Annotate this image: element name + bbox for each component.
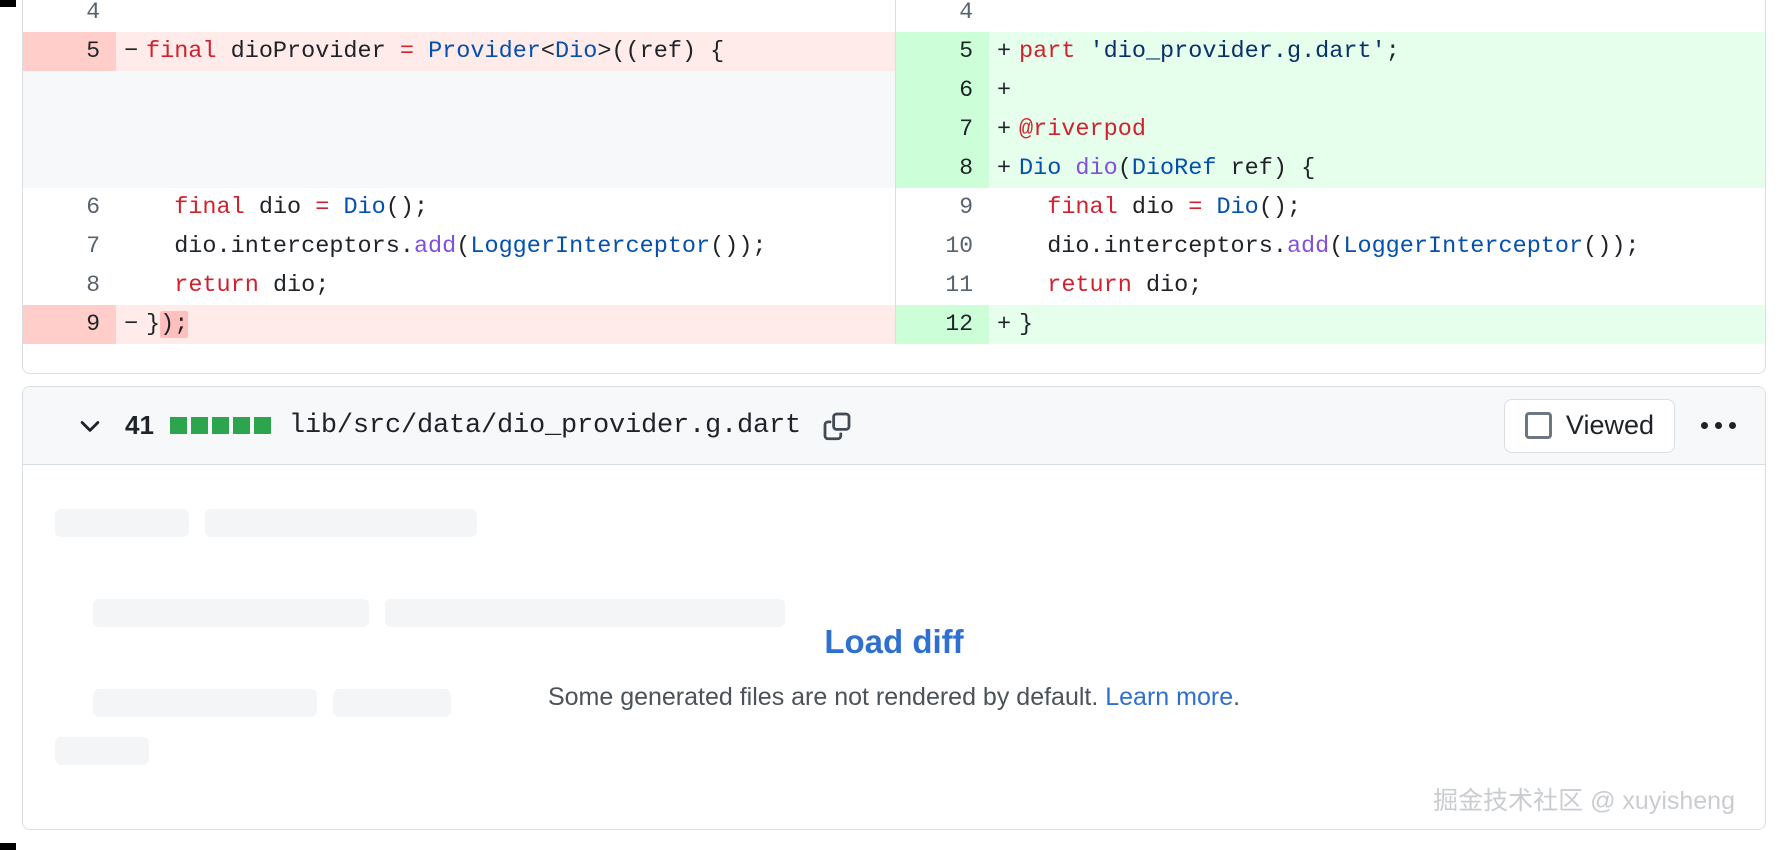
code-line-old[interactable]: −final dioProvider = Provider<Dio>((ref)… — [116, 32, 895, 71]
code-line-new[interactable]: +part 'dio_provider.g.dart'; — [989, 32, 1765, 71]
file-diff-card: 41 lib/src/data/dio_provider.g.dart View… — [22, 386, 1766, 830]
diffstat-block-added — [232, 417, 250, 434]
pane-divider — [895, 305, 896, 344]
code-line-old[interactable] — [116, 71, 895, 110]
code-line-old[interactable]: return dio; — [116, 266, 895, 305]
diff-row: 7 dio.interceptors.add(LoggerInterceptor… — [23, 227, 1765, 266]
code-line-old[interactable] — [116, 149, 895, 188]
diff-marker: + — [996, 38, 1012, 65]
load-diff-button[interactable]: Load diff — [824, 623, 964, 660]
line-number-old[interactable] — [23, 110, 116, 149]
diffstat-block-added — [190, 417, 208, 434]
viewed-checkbox[interactable] — [1524, 412, 1552, 439]
diff-marker: − — [123, 38, 139, 65]
line-number-new[interactable]: 6 — [896, 71, 989, 110]
more-options-icon[interactable] — [1693, 401, 1743, 451]
skeleton-bar — [385, 599, 785, 627]
line-number-old[interactable]: 6 — [23, 188, 116, 227]
code-line-old[interactable] — [116, 0, 895, 32]
diff-row: 6+ — [23, 71, 1765, 110]
line-number-old[interactable]: 9 — [23, 305, 116, 344]
diffstat-block-added — [253, 417, 271, 434]
line-number-new[interactable]: 5 — [896, 32, 989, 71]
watermark: 掘金技术社区 @ xuyisheng — [1433, 787, 1735, 815]
code-line-old[interactable]: dio.interceptors.add(LoggerInterceptor()… — [116, 227, 895, 266]
line-number-new[interactable]: 4 — [896, 0, 989, 32]
pane-divider — [895, 266, 896, 305]
diffstat-block-added — [169, 417, 187, 434]
skeleton-bar — [93, 689, 317, 717]
capture-nub-top — [0, 0, 16, 7]
kebab-dot-3 — [1728, 422, 1736, 429]
change-count: 41 — [125, 410, 154, 440]
code-line-old[interactable]: −}); — [116, 305, 895, 344]
diff-marker: − — [123, 311, 139, 338]
diff-row: 8+Dio dio(DioRef ref) { — [23, 149, 1765, 188]
kebab-dot-2 — [1714, 422, 1722, 429]
line-number-old[interactable]: 8 — [23, 266, 116, 305]
diffstat-block-added — [211, 417, 229, 434]
viewed-label: Viewed — [1565, 410, 1654, 440]
capture-nub-bottom — [0, 843, 16, 850]
diff-row: 5−final dioProvider = Provider<Dio>((ref… — [23, 32, 1765, 71]
pane-divider — [895, 71, 896, 110]
line-number-old[interactable] — [23, 71, 116, 110]
skeleton-bar — [55, 737, 149, 765]
file-body-placeholder: Load diff Some generated files are not r… — [23, 465, 1765, 829]
line-number-new[interactable]: 7 — [896, 110, 989, 149]
diff-marker: + — [996, 77, 1012, 104]
diff-row: 9−});12+} — [23, 305, 1765, 344]
line-number-new[interactable]: 10 — [896, 227, 989, 266]
code-line-new[interactable]: +Dio dio(DioRef ref) { — [989, 149, 1765, 188]
line-number-old[interactable]: 7 — [23, 227, 116, 266]
diffstat-blocks — [169, 417, 271, 434]
pane-divider — [895, 110, 896, 149]
kebab-dot-1 — [1700, 422, 1708, 429]
diff-marker: + — [996, 116, 1012, 143]
line-number-new[interactable]: 12 — [896, 305, 989, 344]
code-line-new[interactable] — [989, 0, 1765, 32]
code-line-new[interactable]: + — [989, 71, 1765, 110]
code-line-new[interactable]: return dio; — [989, 266, 1765, 305]
code-line-new[interactable]: +@riverpod — [989, 110, 1765, 149]
line-number-new[interactable]: 9 — [896, 188, 989, 227]
diff-row: 7+@riverpod — [23, 110, 1765, 149]
line-number-old[interactable]: 5 — [23, 32, 116, 71]
skeleton-bar — [55, 509, 189, 537]
pane-divider — [895, 149, 896, 188]
code-line-old[interactable] — [116, 110, 895, 149]
file-header: 41 lib/src/data/dio_provider.g.dart View… — [23, 387, 1765, 465]
copy-path-icon[interactable] — [819, 408, 855, 444]
skeleton-bar — [205, 509, 477, 537]
line-number-new[interactable]: 11 — [896, 266, 989, 305]
pane-divider — [895, 227, 896, 266]
skeleton-bar — [333, 689, 451, 717]
pane-divider — [895, 0, 896, 32]
code-line-old[interactable]: final dio = Dio(); — [116, 188, 895, 227]
diff-marker: + — [996, 155, 1012, 182]
file-path: lib/src/data/dio_provider.g.dart — [288, 410, 802, 441]
viewed-toggle[interactable]: Viewed — [1503, 398, 1675, 453]
generated-note-text: Some generated files are not rendered by… — [547, 683, 1106, 711]
code-line-new[interactable]: +} — [989, 305, 1765, 344]
learn-more-link[interactable]: Learn more — [1105, 683, 1234, 711]
code-line-new[interactable]: dio.interceptors.add(LoggerInterceptor()… — [989, 227, 1765, 266]
diff-row: 8 return dio;11 return dio; — [23, 266, 1765, 305]
line-number-old[interactable]: 4 — [23, 0, 116, 32]
generated-note-suffix: . — [1233, 683, 1241, 711]
generated-files-note: Some generated files are not rendered by… — [23, 683, 1765, 712]
diff-row: 6 final dio = Dio();9 final dio = Dio(); — [23, 188, 1765, 227]
line-number-new[interactable]: 8 — [896, 149, 989, 188]
skeleton-bar — [93, 599, 369, 627]
line-number-old[interactable] — [23, 149, 116, 188]
pane-divider — [895, 188, 896, 227]
chevron-down-icon[interactable] — [75, 411, 105, 441]
code-line-new[interactable]: final dio = Dio(); — [989, 188, 1765, 227]
pane-divider — [895, 32, 896, 71]
diff-marker: + — [996, 311, 1012, 338]
